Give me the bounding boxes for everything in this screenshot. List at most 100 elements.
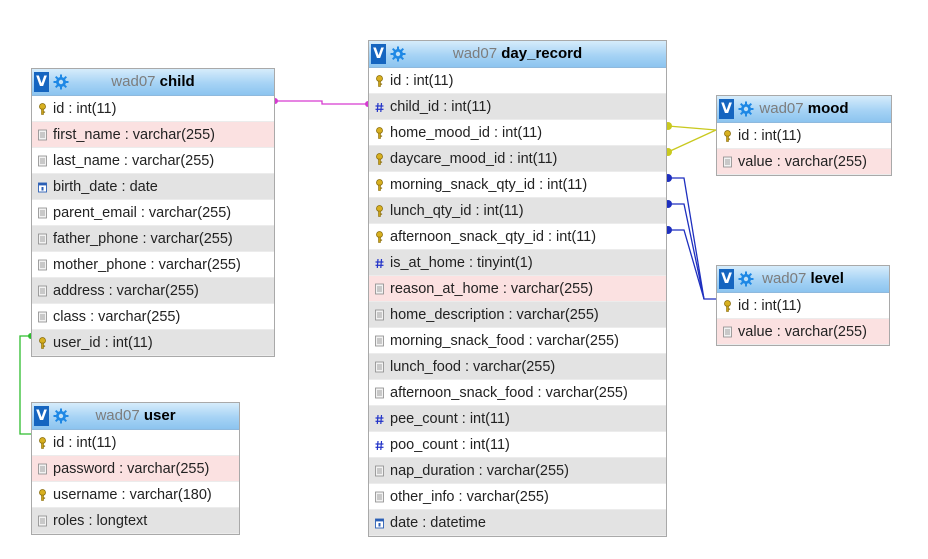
key-icon (376, 152, 383, 165)
column-row[interactable]: afternoon_snack_food : varchar(255) (369, 380, 666, 406)
column-label: daycare_mood_id : int(11) (390, 150, 558, 167)
toggle-columns-button[interactable]: V (34, 406, 49, 426)
text-icon (38, 129, 47, 140)
column-label: father_phone : varchar(255) (53, 230, 233, 247)
table-name: day_record (501, 45, 583, 62)
database-name: wad07 (452, 45, 498, 62)
column-row[interactable]: pee_count : int(11) (369, 406, 666, 432)
column-row[interactable]: value : varchar(255) (717, 149, 891, 175)
column-label: id : int(11) (53, 434, 117, 451)
column-row[interactable]: birth_date : date (32, 174, 274, 200)
column-row[interactable]: username : varchar(180) (32, 482, 239, 508)
column-row[interactable]: id : int(11) (32, 96, 274, 122)
toggle-columns-button[interactable]: V (34, 72, 49, 92)
column-row[interactable]: father_phone : varchar(255) (32, 226, 274, 252)
column-row[interactable]: poo_count : int(11) (369, 432, 666, 458)
database-name: wad07 (95, 407, 140, 424)
column-row[interactable]: roles : longtext (32, 508, 239, 534)
text-icon (375, 465, 384, 476)
relation-level (664, 174, 716, 300)
gear-icon[interactable] (390, 46, 406, 62)
column-label: lunch_food : varchar(255) (390, 358, 556, 375)
column-row[interactable]: date : datetime (369, 510, 666, 536)
column-row[interactable]: first_name : varchar(255) (32, 122, 274, 148)
column-label: user_id : int(11) (53, 334, 153, 351)
toggle-columns-button[interactable]: V (719, 269, 734, 289)
column-row[interactable]: parent_email : varchar(255) (32, 200, 274, 226)
column-row[interactable]: value : varchar(255) (717, 319, 889, 345)
column-row[interactable]: id : int(11) (717, 123, 891, 149)
column-label: afternoon_snack_food : varchar(255) (390, 384, 628, 401)
key-icon (376, 178, 383, 191)
column-row[interactable]: id : int(11) (32, 430, 239, 456)
column-label: morning_snack_food : varchar(255) (390, 332, 619, 349)
column-label: birth_date : date (53, 178, 158, 195)
column-row[interactable]: lunch_food : varchar(255) (369, 354, 666, 380)
hash-icon (375, 102, 384, 112)
column-row[interactable]: afternoon_snack_qty_id : int(11) (369, 224, 666, 250)
column-row[interactable]: morning_snack_qty_id : int(11) (369, 172, 666, 198)
key-icon (39, 336, 46, 349)
gear-icon[interactable] (53, 408, 69, 424)
column-row[interactable]: last_name : varchar(255) (32, 148, 274, 174)
column-row[interactable]: password : varchar(255) (32, 456, 239, 482)
column-label: value : varchar(255) (738, 153, 867, 170)
text-icon (38, 515, 47, 526)
column-row[interactable]: home_mood_id : int(11) (369, 120, 666, 146)
column-row[interactable]: nap_duration : varchar(255) (369, 458, 666, 484)
text-icon (38, 207, 47, 218)
column-row[interactable]: lunch_qty_id : int(11) (369, 198, 666, 224)
column-row[interactable]: id : int(11) (717, 293, 889, 319)
column-label: home_description : varchar(255) (390, 306, 599, 323)
database-name: wad07 (111, 73, 156, 90)
column-row[interactable]: address : varchar(255) (32, 278, 274, 304)
column-label: poo_count : int(11) (390, 436, 510, 453)
column-label: pee_count : int(11) (390, 410, 510, 427)
gear-icon[interactable] (53, 74, 69, 90)
column-row[interactable]: child_id : int(11) (369, 94, 666, 120)
column-row[interactable]: mother_phone : varchar(255) (32, 252, 274, 278)
column-row[interactable]: morning_snack_food : varchar(255) (369, 328, 666, 354)
key-icon (376, 74, 383, 87)
column-row[interactable]: reason_at_home : varchar(255) (369, 276, 666, 302)
key-icon (39, 488, 46, 501)
key-icon (724, 129, 731, 142)
column-row[interactable]: home_description : varchar(255) (369, 302, 666, 328)
column-row[interactable]: user_id : int(11) (32, 330, 274, 356)
hash-icon (375, 414, 384, 424)
text-icon (375, 283, 384, 294)
column-row[interactable]: class : varchar(255) (32, 304, 274, 330)
column-row[interactable]: is_at_home : tinyint(1) (369, 250, 666, 276)
text-icon (38, 285, 47, 296)
gear-icon[interactable] (738, 101, 754, 117)
column-label: class : varchar(255) (53, 308, 181, 325)
text-icon (375, 491, 384, 502)
toggle-columns-button[interactable]: V (719, 99, 734, 119)
column-label: value : varchar(255) (738, 323, 867, 340)
text-icon (375, 335, 384, 346)
column-label: parent_email : varchar(255) (53, 204, 232, 221)
toggle-columns-button[interactable]: V (371, 44, 386, 64)
text-icon (38, 311, 47, 322)
text-icon (38, 155, 47, 166)
database-name: wad07 (759, 100, 804, 117)
key-icon (724, 299, 731, 312)
column-row[interactable]: daycare_mood_id : int(11) (369, 146, 666, 172)
column-row[interactable]: id : int(11) (369, 68, 666, 94)
table-name: user (143, 407, 176, 424)
gear-icon[interactable] (738, 271, 754, 287)
table-name: child (159, 73, 195, 90)
hash-icon (375, 440, 384, 450)
column-label: nap_duration : varchar(255) (390, 462, 569, 479)
column-row[interactable]: other_info : varchar(255) (369, 484, 666, 510)
